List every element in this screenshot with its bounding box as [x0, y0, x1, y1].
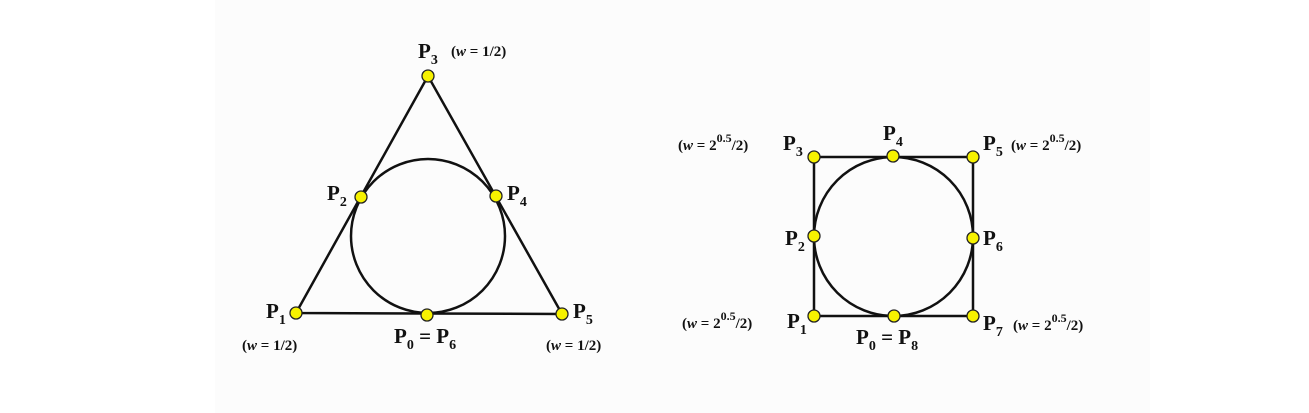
triangle-label-p1: P1 — [266, 299, 286, 328]
triangle-point-p5 — [555, 307, 569, 321]
square-label-p1: P1 — [787, 309, 807, 338]
square-label-p3: P3 — [783, 131, 803, 160]
triangle-label-p5: P5 — [573, 299, 593, 328]
square-weight-p1: (w = 20.5/2) — [682, 309, 752, 332]
square-point-p3 — [807, 150, 821, 164]
triangle-weight-p5: (w = 1/2) — [546, 338, 601, 354]
square-point-p0 — [887, 309, 901, 323]
square-weight-p7: (w = 20.5/2) — [1013, 311, 1083, 334]
triangle-weight-p1: (w = 1/2) — [242, 338, 297, 354]
figure-panel — [215, 0, 1150, 413]
triangle-point-p2 — [354, 190, 368, 204]
square-label-p5: P5 — [983, 131, 1003, 160]
square-point-p4 — [886, 149, 900, 163]
square-point-p7 — [966, 309, 980, 323]
triangle-point-p3 — [421, 69, 435, 83]
square-label-p7: P7 — [983, 311, 1003, 340]
square-point-p1 — [807, 309, 821, 323]
triangle-label-p4: P4 — [507, 181, 527, 210]
triangle-label-p3: P3 — [418, 39, 438, 68]
square-weight-p3: (w = 20.5/2) — [678, 131, 748, 154]
triangle-construction: P3 (w = 1/2) P2 P4 P1 (w = 1/2) P0 = P6 … — [242, 39, 601, 354]
triangle-label-p0-p6: P0 = P6 — [394, 324, 456, 353]
square-label-p2: P2 — [785, 226, 805, 255]
square-label-p6: P6 — [983, 226, 1003, 255]
triangle-weight-p3: (w = 1/2) — [451, 44, 506, 60]
square-construction: (w = 20.5/2) P3 P4 P5 (w = 20.5/2) P2 P6… — [678, 121, 1083, 354]
square-point-p2 — [807, 229, 821, 243]
triangle-point-p1 — [289, 306, 303, 320]
square-label-p4: P4 — [883, 121, 903, 150]
square-weight-p5: (w = 20.5/2) — [1011, 131, 1081, 154]
triangle-inscribed-circle — [349, 157, 507, 315]
triangle-label-p2: P2 — [327, 181, 347, 210]
square-inscribed-circle — [812, 155, 975, 318]
triangle-point-p0 — [420, 308, 434, 322]
triangle-point-p4 — [489, 189, 503, 203]
square-point-p5 — [966, 150, 980, 164]
square-point-p6 — [966, 231, 980, 245]
square-label-p0-p8: P0 = P8 — [856, 325, 918, 354]
